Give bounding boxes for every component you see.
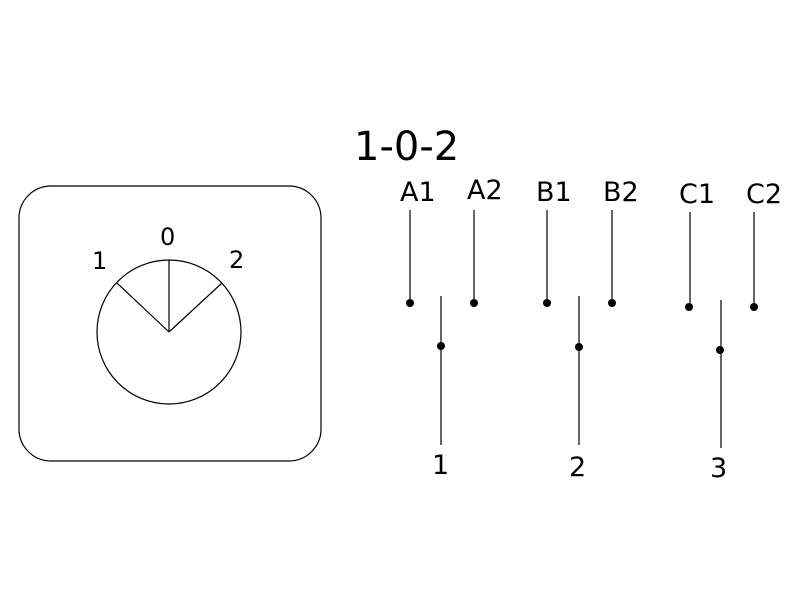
terminal-label-c2: C2 xyxy=(746,179,782,210)
diagram-title: 1-0-2 xyxy=(354,124,459,170)
contact-dot-b1 xyxy=(543,299,551,307)
common-label-2: 2 xyxy=(569,452,586,483)
pointer-position-1 xyxy=(116,282,170,333)
terminal-label-b2: B2 xyxy=(603,177,639,208)
common-dot-1 xyxy=(437,342,445,350)
terminal-label-a1: A1 xyxy=(400,177,436,208)
common-dot-2 xyxy=(575,343,583,351)
position-label-1: 1 xyxy=(92,247,107,275)
terminal-label-a2: A2 xyxy=(467,175,503,206)
position-label-2: 2 xyxy=(229,246,244,274)
terminal-label-b1: B1 xyxy=(536,177,572,208)
common-label-3: 3 xyxy=(710,453,727,484)
face-plate xyxy=(18,185,322,462)
terminal-label-c1: C1 xyxy=(679,179,715,210)
contact-dot-a2 xyxy=(470,299,478,307)
common-dot-3 xyxy=(716,346,724,354)
contact-group-a: A1 A2 1 xyxy=(400,175,503,481)
pointer-position-2 xyxy=(168,282,223,333)
contact-group-b: B1 B2 2 xyxy=(536,177,639,483)
position-label-0: 0 xyxy=(160,223,175,251)
contact-dot-c2 xyxy=(750,303,758,311)
contact-dot-a1 xyxy=(406,299,414,307)
contact-dot-c1 xyxy=(685,303,693,311)
contact-group-c: C1 C2 3 xyxy=(679,179,782,484)
switch-face: 1 0 2 xyxy=(18,185,322,462)
contact-dot-b2 xyxy=(608,299,616,307)
common-label-1: 1 xyxy=(432,450,449,481)
